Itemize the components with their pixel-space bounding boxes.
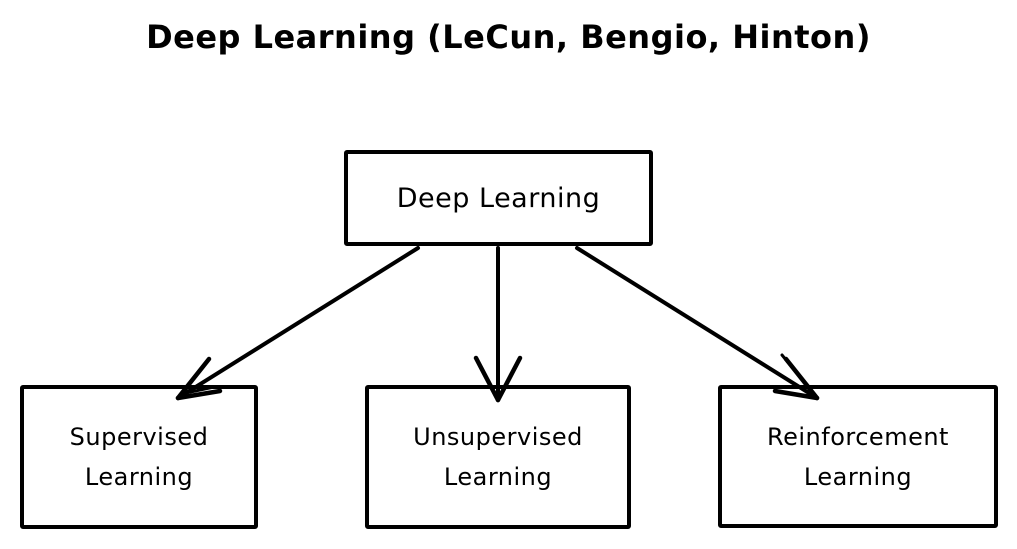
diagram-title: Deep Learning (LeCun, Bengio, Hinton)	[146, 18, 871, 56]
node-deep-learning: Deep Learning	[344, 150, 653, 246]
node-unsupervised-learning: Unsupervised Learning	[365, 385, 631, 529]
node-reinforcement-learning-label-line1: Reinforcement	[767, 422, 949, 451]
node-supervised-learning: Supervised Learning	[20, 385, 258, 529]
node-supervised-learning-label-line2: Learning	[84, 463, 194, 491]
edge-deep-to-reinforcement	[575, 246, 820, 401]
node-supervised-learning-label-line1: Supervised	[69, 423, 209, 451]
edge-deep-to-reinforcement-shaft	[575, 246, 819, 400]
node-unsupervised-learning-label-line2: Learning	[443, 463, 553, 491]
edge-deep-to-supervised	[175, 246, 420, 401]
node-unsupervised-learning-label-line1: Unsupervised	[413, 423, 583, 451]
node-deep-learning-label: Deep Learning	[396, 182, 601, 214]
node-reinforcement-learning-label-line2: Learning	[803, 462, 913, 491]
node-reinforcement-learning: Reinforcement Learning	[718, 385, 998, 528]
edge-deep-to-supervised-shaft	[176, 246, 420, 400]
edge-deep-to-unsupervised	[473, 246, 523, 403]
